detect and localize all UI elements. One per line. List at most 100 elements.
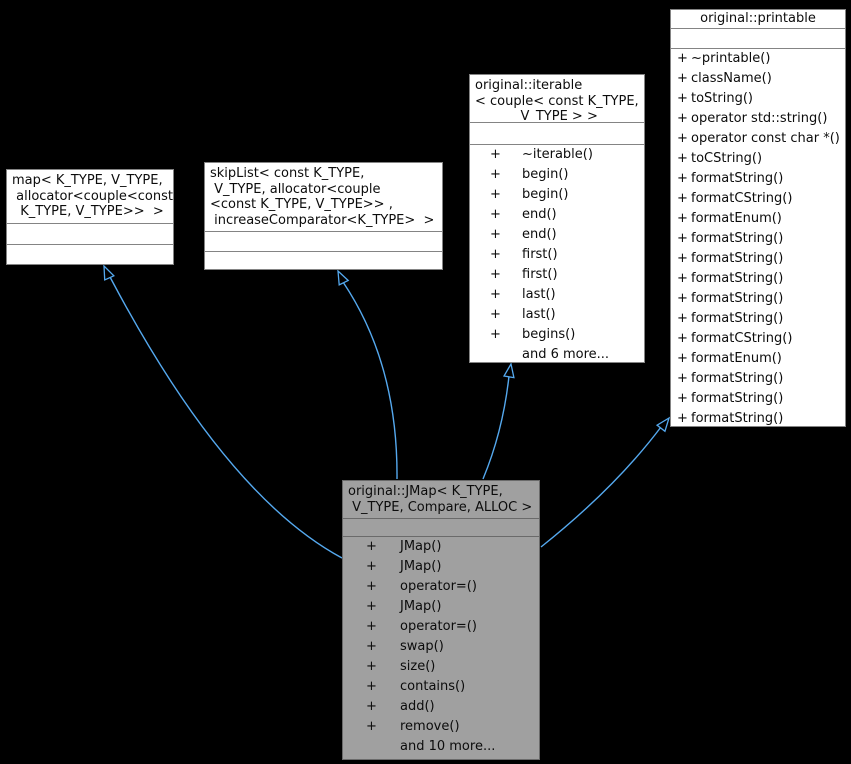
public-visibility-sign: + [677, 331, 688, 346]
method-row: +formatString() [671, 229, 845, 249]
method-row: +toString() [671, 89, 845, 109]
method-row: +className() [671, 69, 845, 89]
edge-jmap-to-map [103, 264, 343, 559]
method-name: formatString() [691, 271, 784, 286]
method-row: +begins() [470, 325, 644, 345]
method-row: + ~iterable() [470, 145, 644, 165]
method-name: begins() [522, 327, 576, 342]
public-visibility-sign: + [366, 659, 377, 674]
class-box-skiplist[interactable]: skipList< const K_TYPE, V_TYPE, allocato… [204, 162, 443, 270]
class-title-line: K_TYPE, V_TYPE>> > [12, 204, 164, 219]
public-visibility-sign: + [490, 147, 501, 162]
method-row: +first() [470, 265, 644, 285]
more-methods-label: and 10 more... [400, 739, 496, 754]
public-visibility-sign: + [366, 699, 377, 714]
class-box-printable[interactable]: original::printable +~printable()+classN… [670, 9, 846, 427]
public-visibility-sign: + [490, 187, 501, 202]
methods-compartment [7, 244, 173, 264]
edge-jmap-to-skiplist [337, 269, 398, 480]
method-name: last() [522, 307, 556, 322]
public-visibility-sign: + [677, 51, 688, 66]
public-visibility-sign: + [366, 559, 377, 574]
class-title-line: original::iterable [475, 78, 583, 93]
method-row: + operator=() [343, 577, 539, 597]
public-visibility-sign: + [366, 539, 377, 554]
method-name: formatString() [691, 231, 784, 246]
public-visibility-sign: + [366, 619, 377, 634]
methods-compartment [205, 251, 442, 269]
method-row: +formatString() [671, 249, 845, 269]
class-title-map: map< K_TYPE, V_TYPE, allocator<couple<co… [7, 170, 173, 223]
edge-jmap-to-printable [540, 416, 671, 548]
method-name: formatString() [691, 171, 784, 186]
method-name: size() [400, 659, 436, 674]
public-visibility-sign: + [366, 599, 377, 614]
method-name: formatCString() [691, 331, 793, 346]
method-name: first() [522, 247, 558, 262]
method-row: +formatString() [671, 369, 845, 389]
method-row: +formatEnum() [671, 209, 845, 229]
class-title-line: allocator<couple<const [12, 188, 173, 204]
method-row: + last() [470, 285, 644, 305]
method-row: +JMap() [343, 557, 539, 577]
public-visibility-sign: + [490, 287, 501, 302]
method-row: + add() [343, 697, 539, 717]
method-list: +~iterable()+begin()+begin()+end()+end()… [470, 145, 644, 345]
method-name: add() [400, 699, 435, 714]
class-title-skiplist: skipList< const K_TYPE, V_TYPE, allocato… [205, 163, 442, 231]
attributes-compartment [7, 223, 173, 244]
method-name: formatEnum() [691, 211, 782, 226]
more-methods-label: and 6 more... [522, 347, 610, 362]
method-name: operator std::string() [691, 111, 828, 126]
method-row: + size() [343, 657, 539, 677]
public-visibility-sign: + [677, 271, 688, 286]
method-name: toCString() [691, 151, 763, 166]
method-row: +formatCString() [671, 329, 845, 349]
public-visibility-sign: + [677, 191, 688, 206]
method-row: + begin() [470, 185, 644, 205]
public-visibility-sign: + [490, 167, 501, 182]
public-visibility-sign: + [677, 71, 688, 86]
public-visibility-sign: + [677, 411, 688, 426]
method-row: +begin() [470, 165, 644, 185]
class-title-jmap: original::JMap< K_TYPE, V_TYPE, Compare,… [343, 481, 539, 518]
method-name: formatString() [691, 291, 784, 306]
method-row: +operator const char *() [671, 129, 845, 149]
class-title-line: V_TYPE, allocator<couple [210, 181, 381, 197]
public-visibility-sign: + [490, 247, 501, 262]
method-name: formatString() [691, 311, 784, 326]
class-title-line: V_TYPE, Compare, ALLOC > [348, 499, 533, 515]
public-visibility-sign: + [677, 131, 688, 146]
method-name: end() [522, 227, 557, 242]
public-visibility-sign: + [366, 579, 377, 594]
method-row: +toCString() [671, 149, 845, 169]
method-name: operator=() [400, 579, 477, 594]
class-box-jmap: original::JMap< K_TYPE, V_TYPE, Compare,… [342, 480, 540, 760]
method-name: contains() [400, 679, 466, 694]
class-title-line: < couple< const K_TYPE, [475, 93, 639, 109]
method-row: +formatString() [671, 309, 845, 329]
method-name: operator const char *() [691, 131, 840, 146]
more-methods-row: and 10 more... [343, 737, 539, 757]
class-title-line: increaseComparator<K_TYPE> > [210, 212, 435, 228]
class-box-map[interactable]: map< K_TYPE, V_TYPE, allocator<couple<co… [6, 169, 174, 265]
attributes-compartment [205, 231, 442, 251]
method-row: +formatString() [671, 389, 845, 409]
method-name: last() [522, 287, 556, 302]
method-name: begin() [522, 187, 569, 202]
method-row: +swap() [343, 637, 539, 657]
method-row: +formatCString() [671, 189, 845, 209]
method-name: remove() [400, 719, 460, 734]
class-title-line: original::printable [700, 11, 816, 26]
method-row: +remove() [343, 717, 539, 737]
method-list: +JMap()+JMap()+operator=()+JMap()+operat… [343, 537, 539, 737]
public-visibility-sign: + [490, 227, 501, 242]
method-row: + first() [470, 245, 644, 265]
method-name: ~iterable() [522, 147, 593, 162]
public-visibility-sign: + [677, 391, 688, 406]
class-box-iterable[interactable]: original::iterable< couple< const K_TYPE… [469, 74, 645, 363]
method-row: +operator=() [343, 617, 539, 637]
method-name: first() [522, 267, 558, 282]
public-visibility-sign: + [677, 351, 688, 366]
